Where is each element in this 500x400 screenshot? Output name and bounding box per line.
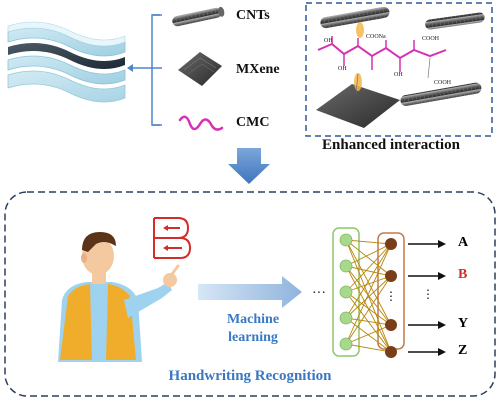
cmc-label: CMC	[236, 115, 270, 130]
interaction-illustration	[316, 6, 485, 128]
output-node	[385, 270, 397, 282]
output-label-a: A	[458, 235, 469, 250]
network-edge	[345, 291, 392, 326]
interaction-cnt-bottom	[400, 82, 482, 106]
input-node	[339, 285, 353, 299]
output-node	[385, 319, 397, 331]
svg-text:⋮: ⋮	[422, 287, 434, 301]
network-edge	[345, 275, 392, 293]
input-layer-box	[332, 227, 360, 357]
cooh-label-2: COOH	[434, 80, 452, 86]
film-layer-top-sheen	[7, 21, 126, 47]
cnt-label: CNTs	[236, 8, 270, 23]
person-illustration	[58, 232, 180, 362]
output-node	[385, 346, 397, 358]
network-edge	[345, 265, 392, 277]
network-edge	[345, 291, 392, 353]
interaction-cnt-right	[425, 12, 485, 30]
interaction-panel-border	[305, 2, 493, 137]
panel-title: Handwriting Recognition	[168, 368, 332, 384]
network-edge	[345, 265, 392, 326]
network-edge	[345, 243, 392, 345]
input-nodes	[339, 233, 353, 351]
oh-label-2: OH	[338, 66, 347, 72]
output-label-b: B	[458, 267, 468, 282]
film-layer-dark	[8, 43, 125, 69]
output-label-z: Z	[458, 343, 468, 358]
person-vest	[60, 284, 92, 360]
film-to-components-connector	[127, 14, 162, 126]
neural-network: ⋮	[332, 227, 405, 358]
network-edge	[345, 239, 392, 277]
input-node	[339, 233, 353, 247]
recognition-panel-border	[4, 191, 496, 397]
cooh-label: COOH	[422, 36, 440, 42]
network-edge	[345, 243, 392, 293]
output-vertical-ellipsis: ⋮	[385, 289, 397, 303]
interaction-caption: Enhanced interaction	[322, 137, 460, 153]
cmc-chain-icon	[178, 115, 224, 131]
cnt-tube-icon	[172, 6, 225, 27]
oh-label-3: OH	[394, 72, 403, 78]
output-node	[385, 238, 397, 250]
network-edge	[345, 239, 392, 245]
network-edge	[345, 275, 392, 319]
input-node	[339, 337, 353, 351]
input-node	[339, 311, 353, 325]
output-arrows: ⋮	[408, 240, 446, 356]
interaction-cnt-top	[320, 6, 390, 29]
ml-label-line1: Machine	[226, 312, 280, 327]
network-edge	[345, 275, 392, 345]
handwritten-b-glyph	[153, 217, 192, 259]
coona-label: COONa	[366, 34, 386, 40]
network-connections	[345, 239, 392, 353]
mxene-flake-icon	[178, 52, 222, 86]
network-edge	[345, 324, 392, 345]
network-edge	[345, 343, 392, 353]
person-hand	[163, 273, 177, 287]
ml-label-line2: learning	[228, 330, 278, 345]
person-hair	[82, 232, 116, 252]
input-node	[339, 259, 353, 273]
oh-label-1: OH	[324, 38, 333, 44]
output-nodes	[385, 238, 397, 358]
network-edge	[345, 239, 392, 326]
person-raised-arm	[124, 282, 172, 318]
network-edge	[345, 317, 392, 326]
film-layer-bottom	[7, 70, 126, 103]
network-input-ellipsis: ···	[312, 286, 326, 301]
mxene-label: MXene	[236, 62, 280, 77]
output-label-y: Y	[458, 316, 469, 331]
network-edge	[345, 317, 392, 353]
film-layer-mid-light	[7, 55, 126, 85]
interaction-mxene-sheet	[316, 84, 400, 128]
layered-film-graphic	[7, 21, 126, 103]
process-down-arrow	[228, 148, 270, 184]
interaction-cmc-chain	[317, 42, 447, 60]
network-edge	[345, 243, 392, 267]
hbond-highlight-1	[356, 22, 364, 38]
network-edge	[345, 243, 392, 319]
machine-learning-arrow	[198, 276, 302, 308]
hbond-highlight-2	[354, 73, 362, 91]
